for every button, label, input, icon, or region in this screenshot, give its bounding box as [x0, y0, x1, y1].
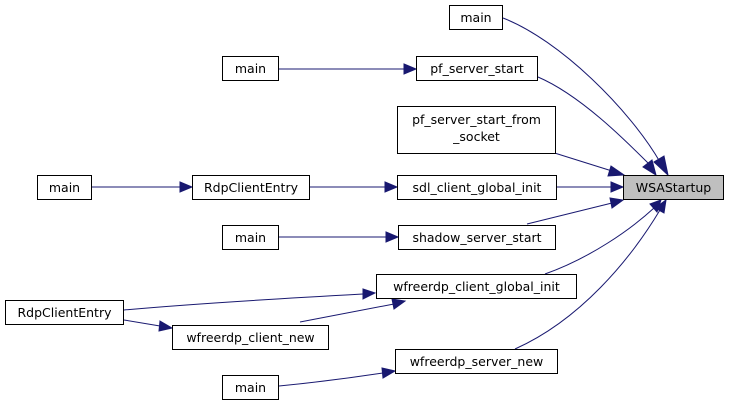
edge-wfreerdp-new-to-wfreerdp-global: [299, 298, 407, 323]
node-wfreerdp-global-label: wfreerdp_client_global_init: [393, 279, 560, 294]
node-wfreerdp-client-global-init[interactable]: wfreerdp_client_global_init: [376, 274, 577, 299]
node-rdp-client-entry-a[interactable]: RdpClientEntry: [192, 175, 310, 200]
node-shadow-server-start[interactable]: shadow_server_start: [398, 225, 556, 250]
edge-rdp-b-to-wfreerdp-global: [123, 288, 377, 311]
edge-sdl-to-wsastartup: [557, 181, 625, 193]
node-main-server-label: main: [235, 380, 266, 395]
edge-pf-from-socket-to-wsastartup: [544, 149, 626, 177]
node-main-pf-label: main: [235, 61, 266, 76]
node-rdp-a-label: RdpClientEntry: [204, 180, 299, 195]
edge-shadow-to-wsastartup: [526, 197, 625, 225]
node-pf-server-start-from-socket[interactable]: pf_server_start_from _socket: [397, 106, 556, 154]
edge-main-server-to-wfreerdp-server: [278, 367, 397, 387]
edge-rdp-b-to-wfreerdp-new: [123, 319, 174, 332]
node-main-server[interactable]: main: [222, 375, 279, 400]
edge-wfreerdp-global-to-wsastartup: [544, 199, 662, 275]
node-sdl-label: sdl_client_global_init: [413, 180, 542, 195]
node-main-top[interactable]: main: [449, 5, 503, 30]
node-wsastartup[interactable]: WSAStartup: [623, 175, 724, 200]
node-main-pf[interactable]: main: [222, 56, 279, 81]
node-pf-server-start[interactable]: pf_server_start: [416, 56, 538, 81]
node-sdl-client-global-init[interactable]: sdl_client_global_init: [397, 175, 557, 200]
node-wfreerdp-server-new[interactable]: wfreerdp_server_new: [395, 349, 558, 374]
node-main-shadow-label: main: [235, 230, 266, 245]
node-pf-from-socket-label-line2: _socket: [452, 129, 500, 144]
node-wfreerdp-server-label: wfreerdp_server_new: [410, 354, 544, 369]
edge-main-top-to-wsastartup: [502, 17, 669, 177]
edge-rdp-a-to-sdl: [310, 181, 399, 193]
node-main-top-label: main: [460, 10, 491, 25]
node-rdp-b-label: RdpClientEntry: [17, 305, 112, 320]
node-main-sdl-label: main: [49, 180, 80, 195]
node-pf-server-start-label: pf_server_start: [430, 61, 524, 76]
edge-main-sdl-to-rdp-a: [92, 181, 194, 193]
node-rdp-client-entry-b[interactable]: RdpClientEntry: [5, 300, 124, 325]
edge-wfreerdp-server-to-wsastartup: [514, 198, 667, 350]
node-main-shadow[interactable]: main: [222, 225, 279, 250]
node-shadow-label: shadow_server_start: [412, 230, 541, 245]
node-pf-from-socket-label-line1: pf_server_start_from: [412, 112, 541, 127]
edge-main-shadow-to-shadow: [279, 231, 400, 243]
node-wfreerdp-new-label: wfreerdp_client_new: [186, 330, 314, 345]
edge-main-pf-to-pf-server-start: [279, 63, 418, 75]
node-wsastartup-label: WSAStartup: [636, 180, 712, 195]
node-main-sdl[interactable]: main: [37, 175, 92, 200]
node-wfreerdp-client-new[interactable]: wfreerdp_client_new: [172, 325, 329, 350]
edge-pf-server-start-to-wsastartup: [537, 76, 657, 177]
